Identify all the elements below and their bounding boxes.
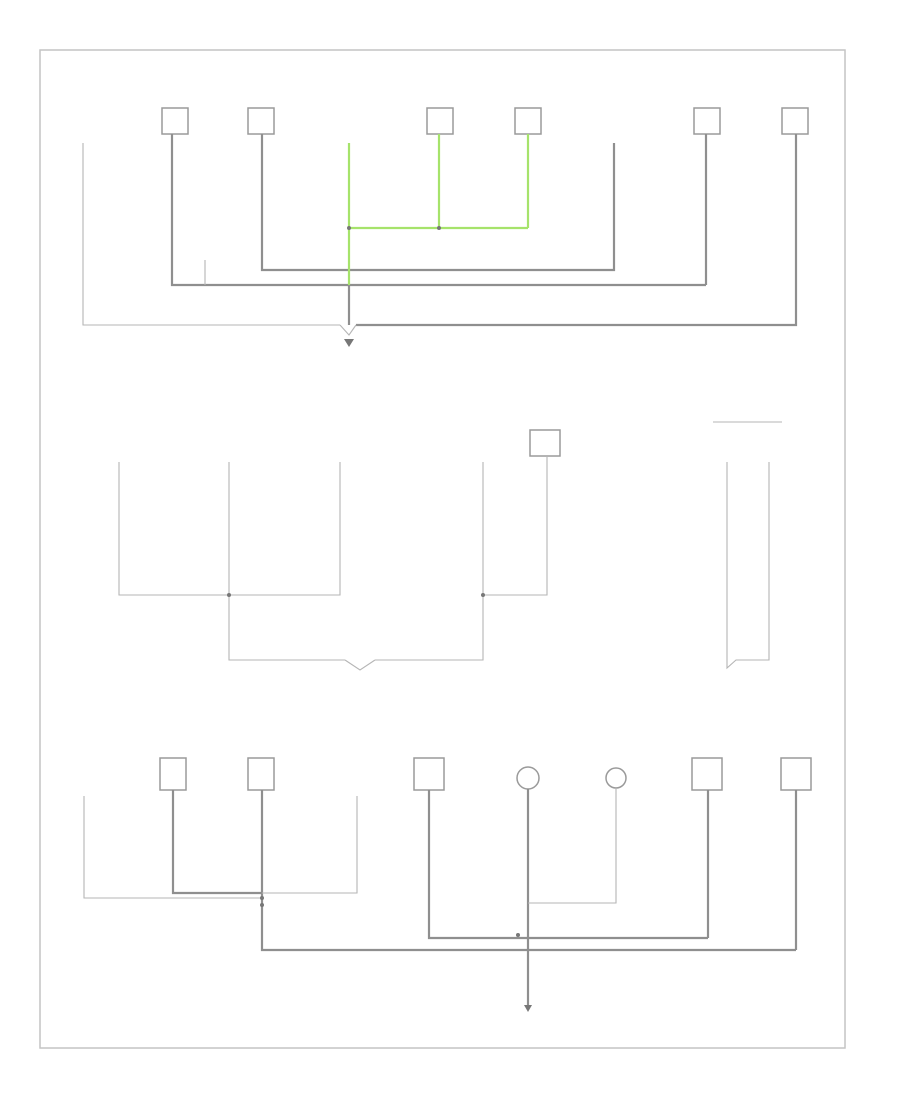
s1-component-box-9[interactable] xyxy=(781,107,809,135)
s3-splice-dot-2 xyxy=(260,903,264,907)
s1-component-box-8[interactable] xyxy=(693,107,721,135)
diagram-frame xyxy=(39,49,846,1049)
s2-wire-2 xyxy=(228,462,345,661)
s1-splice-dot-2 xyxy=(437,226,441,230)
s3-wire-3 xyxy=(260,790,796,952)
s1-component-box-6[interactable] xyxy=(514,107,542,135)
section-3 xyxy=(83,757,812,1012)
s2-wire-bracket xyxy=(344,659,376,671)
s3-component-circle-6[interactable] xyxy=(516,766,540,790)
s3-wire-1 xyxy=(83,796,262,899)
s3-component-circle-7[interactable] xyxy=(605,767,627,789)
s2-splice-dot-1 xyxy=(227,593,231,597)
s3-component-box-5[interactable] xyxy=(413,757,445,791)
s3-wire-7 xyxy=(528,788,617,904)
s2-wire-45 xyxy=(375,595,484,661)
s3-component-box-2[interactable] xyxy=(159,757,187,791)
s2-component-box-5[interactable] xyxy=(529,429,561,457)
s3-wire-2 xyxy=(171,790,262,895)
s3-splice-dot-1 xyxy=(260,896,264,900)
s1-wire-3 xyxy=(260,134,616,272)
s1-wire-ground-v xyxy=(339,324,357,336)
s1-wire-left-outer xyxy=(82,143,340,326)
s3-component-box-9[interactable] xyxy=(780,757,812,791)
s3-component-box-8[interactable] xyxy=(691,757,723,791)
s1-component-box-3[interactable] xyxy=(247,107,275,135)
s2-wire-4 xyxy=(482,456,548,596)
s2-wire-right-2 xyxy=(757,462,770,661)
s1-wire-9 xyxy=(356,134,798,327)
s3-ground-symbol xyxy=(524,1005,532,1012)
s3-component-box-3[interactable] xyxy=(247,757,275,791)
s3-splice-dot-3 xyxy=(516,933,520,937)
section-2 xyxy=(118,421,782,671)
s1-component-box-2[interactable] xyxy=(161,107,189,135)
s1-wire-2 xyxy=(170,134,706,287)
section-1 xyxy=(82,107,809,347)
s3-wire-5 xyxy=(427,790,708,940)
s2-splice-dot-2 xyxy=(481,593,485,597)
s1-component-box-5[interactable] xyxy=(426,107,454,135)
s1-splice-dot xyxy=(347,226,351,230)
s1-ground-symbol xyxy=(344,339,354,347)
s3-wire-4 xyxy=(262,796,358,894)
s2-wire-right-1 xyxy=(726,462,757,670)
